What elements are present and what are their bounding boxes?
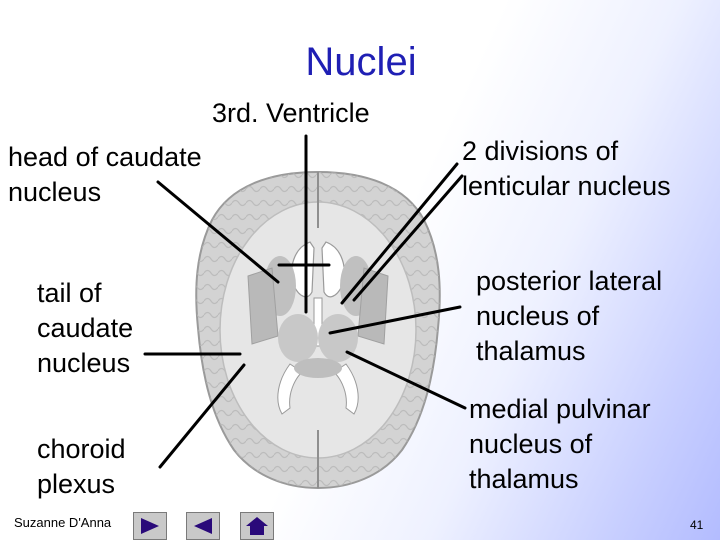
label-medial-pulvinar-nucleus: medial pulvinar nucleus of thalamus bbox=[469, 394, 651, 494]
footer-author: Suzanne D'Anna bbox=[14, 515, 112, 530]
label-tail-of-caudate: tail of caudate nucleus bbox=[37, 278, 134, 378]
brain-axial-section-image bbox=[195, 170, 441, 490]
label-third-ventricle: 3rd. Ventricle bbox=[212, 98, 370, 128]
home-button[interactable] bbox=[240, 512, 274, 540]
label-lenticular-divisions: 2 divisions of lenticular nucleus bbox=[462, 136, 671, 201]
play-previous-icon bbox=[194, 518, 212, 534]
slide-title: Nuclei bbox=[305, 40, 417, 84]
home-icon bbox=[246, 517, 268, 535]
label-head-of-caudate: head of caudate nucleus bbox=[8, 142, 202, 207]
play-next-icon bbox=[141, 518, 159, 534]
previous-slide-button[interactable] bbox=[186, 512, 220, 540]
page-number: 41 bbox=[690, 518, 704, 532]
label-posterior-lateral-nucleus: posterior lateral nucleus of thalamus bbox=[476, 266, 663, 366]
label-choroid-plexus: choroid plexus bbox=[37, 434, 126, 499]
next-slide-button[interactable] bbox=[133, 512, 167, 540]
